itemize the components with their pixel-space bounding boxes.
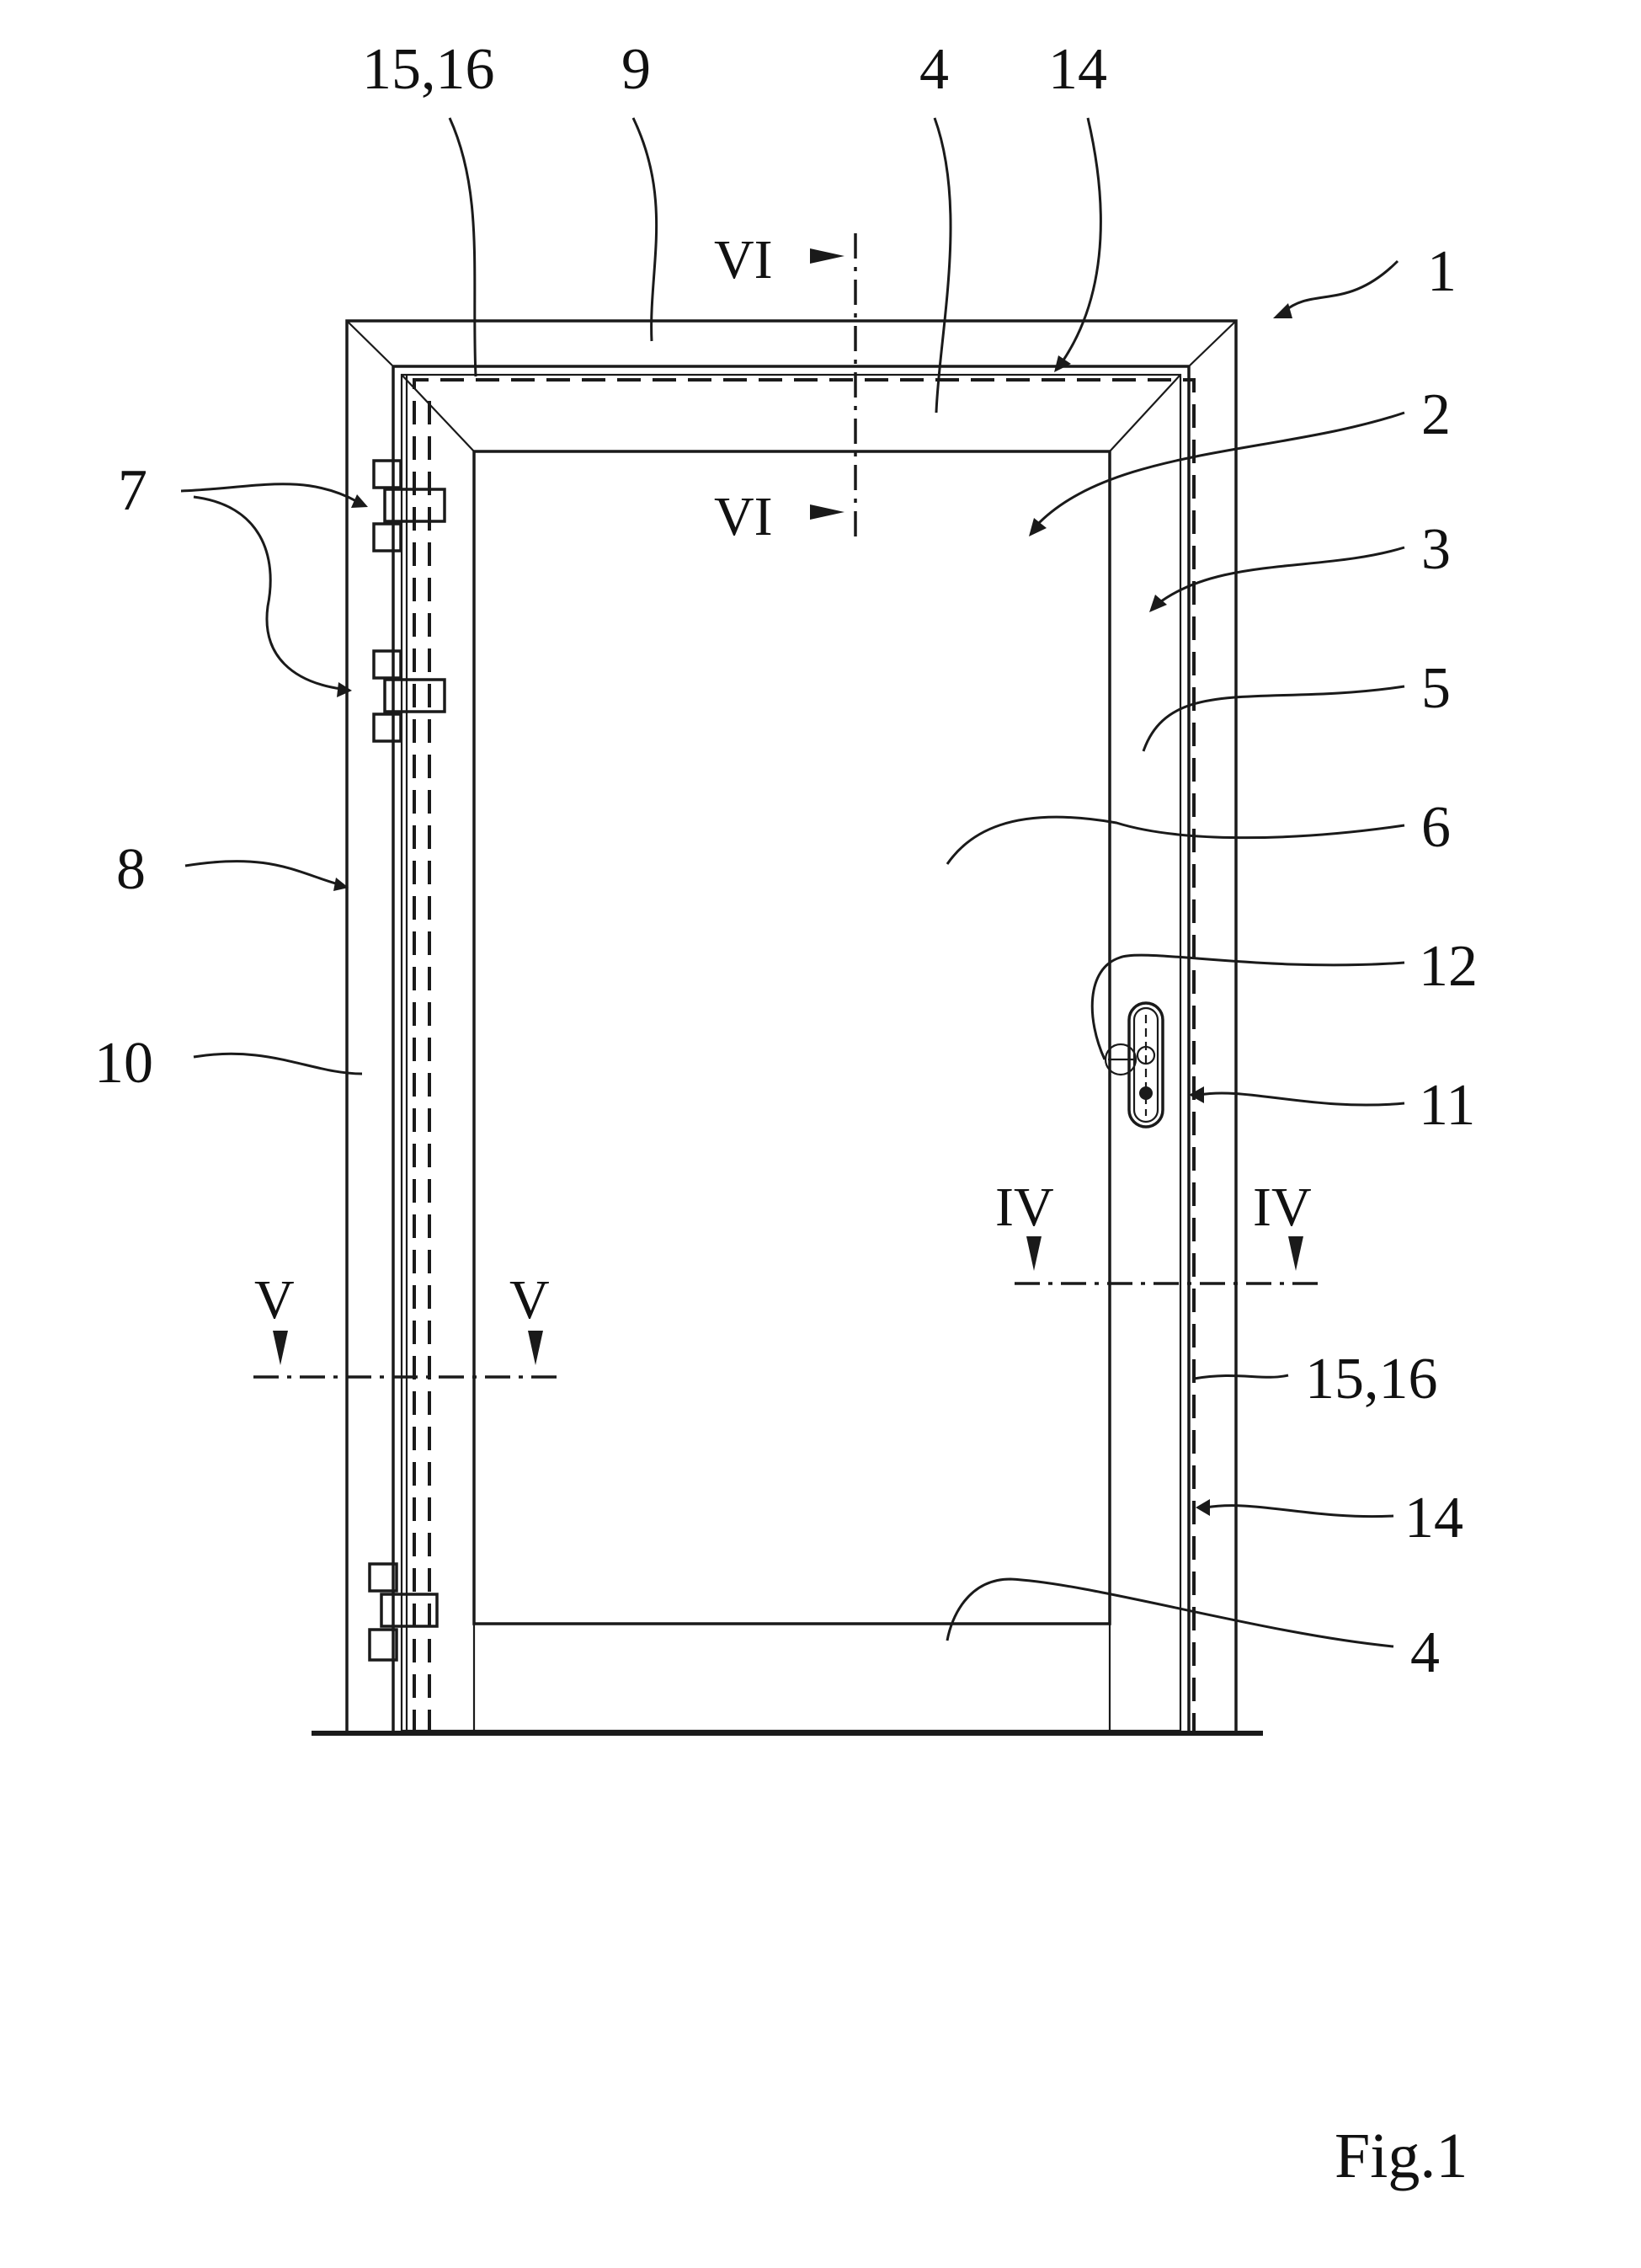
ref-14-top: 14 — [1048, 37, 1107, 102]
ref-4-bottom: 4 — [1410, 1620, 1440, 1685]
ref-9: 9 — [621, 37, 651, 102]
ref-11: 11 — [1419, 1073, 1475, 1138]
section-label-iv-left: IV — [995, 1177, 1054, 1238]
section-line-vi — [810, 233, 855, 539]
section-label-iv-right: IV — [1253, 1177, 1312, 1238]
section-line-iv — [1015, 1236, 1319, 1283]
ref-5: 5 — [1421, 656, 1451, 721]
leader-lines — [181, 118, 1404, 1646]
section-label-v-left: V — [254, 1269, 295, 1331]
door-frame — [347, 321, 1236, 1733]
section-label-v-right: V — [509, 1269, 550, 1331]
ref-7: 7 — [118, 458, 147, 523]
ref-12: 12 — [1419, 934, 1478, 999]
ref-1: 1 — [1427, 239, 1457, 304]
handle-plate — [1106, 1003, 1163, 1127]
ref-10: 10 — [94, 1031, 153, 1096]
ref-3: 3 — [1421, 517, 1451, 582]
hinge-bottom — [370, 1564, 437, 1660]
section-line-v — [253, 1331, 557, 1377]
seal-dashed-line — [414, 380, 1194, 1733]
ref-15-16-top: 15,16 — [362, 37, 495, 102]
ref-14-right: 14 — [1404, 1486, 1463, 1550]
ref-2: 2 — [1421, 382, 1451, 447]
ref-15-16-right: 15,16 — [1305, 1347, 1438, 1411]
figure-label: Fig.1 — [1335, 2121, 1468, 2191]
section-label-vi-bottom: VI — [714, 486, 773, 547]
hinge-middle — [374, 651, 445, 741]
ref-4-top: 4 — [919, 37, 949, 102]
hinge-top — [374, 461, 445, 551]
door-leaf — [402, 375, 1180, 1731]
ref-6: 6 — [1421, 795, 1451, 860]
ref-8: 8 — [116, 837, 146, 902]
section-label-vi-top: VI — [714, 229, 773, 291]
